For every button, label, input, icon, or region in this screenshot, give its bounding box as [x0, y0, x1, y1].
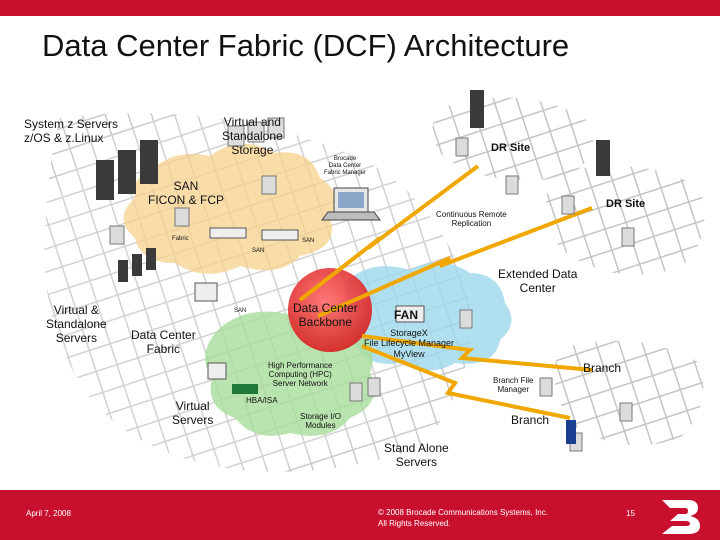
storage-9	[561, 195, 575, 215]
storage-12	[349, 382, 363, 402]
label-system-z: System z Servers z/OS & z.Linux	[24, 117, 119, 145]
switch-1	[209, 227, 247, 239]
switch-5	[207, 362, 227, 380]
dr-mainframe-1	[470, 90, 484, 128]
label-branch-file-manager: Branch File Manager	[493, 376, 534, 395]
switch-2	[261, 229, 299, 241]
storage-7	[455, 137, 469, 157]
label-continuous-replication: Continuous Remote Replication	[436, 210, 507, 229]
slide-title: Data Center Fabric (DCF) Architecture	[42, 28, 570, 63]
label-dc-fabric: Data Center Fabric	[131, 328, 196, 356]
label-dc-backbone: Data Center Backbone	[293, 301, 358, 329]
label-branch-2: Branch	[511, 413, 550, 427]
label-san-small-3: SAN	[234, 308, 247, 314]
fabric-switches	[194, 227, 425, 380]
laptop-icon	[321, 187, 381, 221]
label-san-small-2: SAN	[252, 248, 265, 254]
brocade-logo-icon	[662, 500, 700, 534]
label-fan: FAN	[394, 308, 418, 322]
lightning-branch-1	[361, 334, 593, 372]
storage-8	[505, 175, 519, 195]
dcf-architecture-diagram: System z Servers z/OS & z.Linux Virtual …	[0, 78, 720, 480]
footer-copyright-line1: © 2008 Brocade Communications Systems, I…	[378, 508, 548, 517]
label-dr-site-1: DR Site	[491, 142, 531, 154]
storage-2	[247, 121, 265, 143]
label-stand-alone-servers: Stand Alone Servers	[384, 441, 449, 469]
hba-card-icon	[232, 384, 258, 394]
top-red-bar	[0, 0, 720, 16]
label-hpc: High Performance Computing (HPC) Server …	[268, 361, 333, 389]
mainframe-1	[96, 160, 114, 200]
footer-copyright-line2: All Rights Reserved.	[378, 519, 451, 528]
storage-13	[367, 377, 381, 397]
lightning-dr-right	[317, 206, 593, 318]
storage-1	[227, 125, 245, 147]
grid-surface-branch-right	[554, 340, 704, 446]
label-san-ficon-fcp: SAN FICON & FCP	[148, 179, 225, 207]
label-fabric-small: Fabric	[172, 236, 189, 242]
server-racks	[96, 90, 610, 282]
label-branch-1: Branch	[583, 361, 622, 375]
rack-left-2	[132, 254, 142, 276]
mainframe-3	[140, 140, 158, 184]
branch-device-icon	[566, 420, 576, 444]
grid-surface-dr-right	[546, 165, 705, 275]
storage-3	[267, 117, 285, 139]
storage-arrays	[109, 117, 635, 452]
label-storage-x: StorageX File Lifecycle Manager MyView	[364, 328, 455, 359]
storage-11	[459, 309, 473, 329]
label-virtual-servers: Virtual Servers	[172, 399, 214, 427]
footer-page-number: 15	[626, 509, 635, 518]
lightning-branch-2	[361, 344, 571, 420]
dr-mainframe-2	[596, 140, 610, 176]
san-cloud	[123, 143, 336, 274]
label-dr-site-2: DR Site	[606, 198, 646, 210]
storage-14	[539, 377, 553, 397]
switch-4	[395, 305, 425, 323]
storage-6	[174, 207, 190, 227]
replication-links	[298, 164, 593, 420]
rack-left-1	[118, 260, 128, 282]
label-san-small-1: SAN	[302, 238, 315, 244]
storage-10	[621, 227, 635, 247]
diagram-canvas	[20, 90, 705, 472]
label-virtual-standalone-storage: Virtual and Standalone Storage	[222, 115, 283, 157]
label-storage-io: Storage I/O Modules	[300, 412, 341, 431]
storage-5	[109, 225, 125, 245]
footer-date: April 7, 2008	[26, 509, 71, 518]
storage-4	[261, 175, 277, 195]
storage-16	[619, 402, 633, 422]
footer-bar	[0, 490, 720, 540]
label-virtual-standalone-servers: Virtual & Standalone Servers	[46, 303, 107, 345]
lightning-dr-top	[298, 164, 480, 302]
rack-left-3	[146, 248, 156, 270]
label-fabric-manager: Brocade Data Center Fabric Manager	[324, 156, 367, 176]
mainframe-2	[118, 150, 136, 194]
label-hba-isa: HBA/ISA	[246, 396, 278, 405]
label-extended-dc: Extended Data Center	[498, 267, 578, 295]
switch-3	[194, 282, 218, 302]
